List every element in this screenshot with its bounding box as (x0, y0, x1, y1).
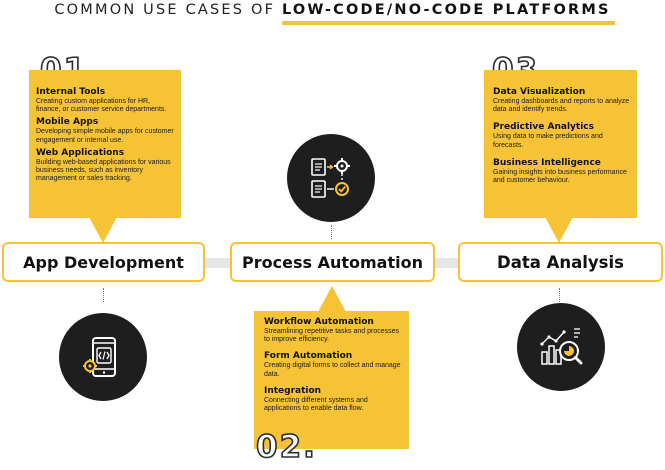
app-development-icon-circle (59, 313, 147, 401)
item-desc-web-applications: Building web-based applications for vari… (36, 158, 171, 183)
callout-item: Integration Connecting different systems… (264, 386, 401, 413)
item-desc-predictive-analytics: Using data to make predictions and forec… (493, 133, 603, 149)
item-title-internal-tools: Internal Tools (36, 87, 106, 97)
item-desc-form-automation: Creating digital forms to collect and ma… (264, 362, 401, 378)
callout-item: Internal Tools Creating custom applicati… (36, 87, 175, 114)
item-title-predictive-analytics: Predictive Analytics (493, 122, 594, 133)
item-title-business-intelligence: Business Intelligence (493, 157, 601, 168)
data-analytics-magnifier-icon (540, 328, 583, 365)
callout-item: Predictive Analytics Using data to make … (493, 122, 631, 149)
dotted-connector-03 (559, 288, 560, 302)
item-desc-business-intelligence: Gaining insights into business performan… (493, 168, 627, 185)
item-desc-internal-tools: Creating custom applications for HR, fin… (36, 98, 167, 114)
connector-track-right (433, 258, 463, 268)
item-title-form-automation: Form Automation (264, 351, 353, 362)
callout-item: Mobile Apps Developing simple mobile app… (36, 117, 175, 144)
item-desc-mobile-apps: Developing simple mobile apps for custom… (36, 128, 174, 144)
item-desc-data-visualization: Creating dashboards and reports to analy… (493, 98, 630, 114)
callout-item: Form Automation Creating digital forms t… (264, 351, 401, 378)
connector-track-left (205, 258, 235, 268)
dotted-connector-02 (331, 225, 332, 239)
mobile-app-development-icon (83, 337, 116, 377)
item-desc-integration: Connecting different systems and applica… (264, 396, 368, 413)
data-analysis-callout: Data Visualization Creating dashboards a… (484, 70, 637, 218)
item-title-mobile-apps: Mobile Apps (36, 117, 99, 128)
title-underline (282, 21, 615, 25)
item-title-data-visualization: Data Visualization (493, 87, 586, 97)
title-emphasis: LOW-CODE/NO-CODE PLATFORMS (281, 2, 611, 18)
item-desc-workflow-automation: Streamlining repetitive tasks and proces… (264, 328, 400, 344)
process-automation-icon-circle (287, 134, 375, 222)
process-automation-callout: Workflow Automation Streamlining repetit… (254, 311, 409, 449)
title-prefix: COMMON USE CASES OF (54, 2, 282, 18)
callout-pointer-01 (89, 217, 117, 243)
callout-item: Workflow Automation Streamlining repetit… (264, 317, 401, 344)
workflow-documents-gears-icon (311, 158, 350, 198)
item-title-web-applications: Web Applications (36, 147, 125, 158)
stage-number-02: 02. (255, 429, 317, 465)
callout-item: Data Visualization Creating dashboards a… (493, 87, 631, 114)
data-analysis-icon-circle (517, 303, 605, 391)
callout-pointer-03 (545, 217, 573, 243)
item-title-workflow-automation: Workflow Automation (264, 317, 374, 327)
callout-item: Business Intelligence Gaining insights i… (493, 158, 631, 185)
callout-pointer-02 (318, 286, 346, 312)
app-development-callout: Internal Tools Creating custom applicati… (29, 70, 181, 218)
stage-pill-app-development[interactable]: App Development (2, 242, 205, 282)
dotted-connector-01 (103, 288, 104, 302)
stage-pill-process-automation[interactable]: Process Automation (230, 242, 435, 282)
item-title-integration: Integration (264, 385, 322, 396)
page-title: COMMON USE CASES OF LOW-CODE/NO-CODE PLA… (0, 0, 665, 20)
stage-pill-data-analysis[interactable]: Data Analysis (458, 242, 663, 282)
callout-item: Web Applications Building web-based appl… (36, 148, 175, 184)
